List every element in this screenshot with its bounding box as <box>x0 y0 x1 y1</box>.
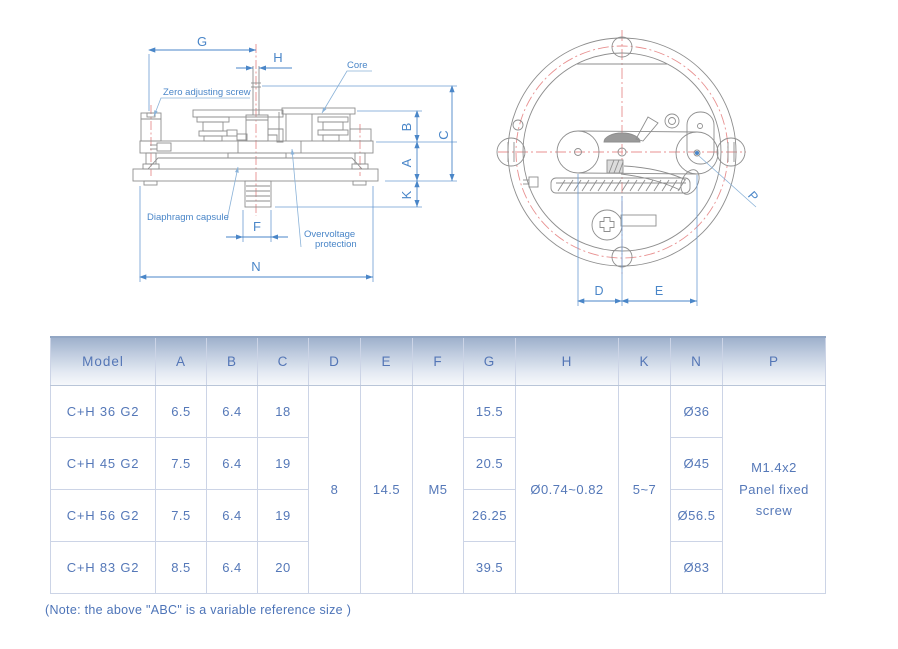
spec-table: Model A B C D E F G H K N P C+H 36 G2 6.… <box>50 336 826 594</box>
col-header-a: A <box>155 336 207 386</box>
cell-b: 6.4 <box>206 489 258 542</box>
cell-c: 20 <box>257 541 309 594</box>
overvoltage-label-line1: Overvoltage <box>304 229 355 240</box>
core-label: Core <box>347 60 368 71</box>
col-header-n: N <box>670 336 723 386</box>
dim-p-label: P <box>745 189 761 205</box>
dimension-lines <box>139 47 455 280</box>
cell-a: 6.5 <box>155 385 207 438</box>
col-header-g: G <box>463 336 516 386</box>
cell-b: 6.4 <box>206 541 258 594</box>
cell-d-merged: 8 <box>308 385 361 594</box>
zero-adjusting-screw-label: Zero adjusting screw <box>163 87 251 98</box>
col-header-k: K <box>618 336 671 386</box>
cell-f-merged: M5 <box>412 385 464 594</box>
top-view-drawing: D E P <box>496 30 761 306</box>
cell-model: C+H 45 G2 <box>50 437 156 490</box>
cell-g: 26.25 <box>463 489 516 542</box>
col-header-h: H <box>515 336 619 386</box>
table-row: C+H 83 G2 8.5 6.4 20 39.5 Ø83 <box>50 541 826 594</box>
cell-n: Ø45 <box>670 437 723 490</box>
cell-a: 7.5 <box>155 437 207 490</box>
footnote: (Note: the above "ABC" is a variable ref… <box>45 603 352 617</box>
dim-a-label: A <box>399 158 414 167</box>
cell-model: C+H 56 G2 <box>50 489 156 542</box>
col-header-f: F <box>412 336 464 386</box>
cell-model: C+H 83 G2 <box>50 541 156 594</box>
cell-model: C+H 36 G2 <box>50 385 156 438</box>
col-header-model: Model <box>50 336 156 386</box>
col-header-b: B <box>206 336 258 386</box>
cell-e-merged: 14.5 <box>360 385 413 594</box>
cell-g: 20.5 <box>463 437 516 490</box>
table-row: C+H 45 G2 7.5 6.4 19 20.5 Ø45 <box>50 437 826 490</box>
p-screw-center <box>695 151 699 155</box>
cell-c: 19 <box>257 489 309 542</box>
extension-lines-top <box>577 174 698 306</box>
dim-n-label: N <box>251 259 260 274</box>
cell-b: 6.4 <box>206 437 258 490</box>
dim-h-label: H <box>273 50 282 65</box>
header-row: Model A B C D E F G H K N P <box>50 336 826 386</box>
p-leader-line <box>698 155 757 208</box>
cell-k-merged: 5~7 <box>618 385 671 594</box>
p-line-3: screw <box>755 503 793 519</box>
cell-p-merged: M1.4x2 Panel fixed screw <box>722 385 826 594</box>
cell-n: Ø36 <box>670 385 723 438</box>
cell-c: 18 <box>257 385 309 438</box>
cell-g: 15.5 <box>463 385 516 438</box>
col-header-e: E <box>360 336 413 386</box>
overvoltage-label-line2: protection <box>315 239 357 250</box>
cell-a: 7.5 <box>155 489 207 542</box>
cell-a: 8.5 <box>155 541 207 594</box>
dim-f-label: F <box>253 219 261 234</box>
dimension-letters-top: D E P <box>594 189 760 298</box>
diaphragm-capsule-label: Diaphragm capsule <box>147 212 229 223</box>
dim-b-label: B <box>399 123 414 132</box>
cell-g: 39.5 <box>463 541 516 594</box>
p-line-2: Panel fixed <box>739 481 809 497</box>
col-header-d: D <box>308 336 361 386</box>
cell-n: Ø83 <box>670 541 723 594</box>
mechanism-outline <box>132 66 379 208</box>
dim-g-label: G <box>197 34 207 49</box>
dim-e-label: E <box>655 284 663 298</box>
col-header-c: C <box>257 336 309 386</box>
cell-b: 6.4 <box>206 385 258 438</box>
dim-k-label: K <box>399 190 414 199</box>
table-row: C+H 36 G2 6.5 6.4 18 8 14.5 M5 15.5 Ø0.7… <box>50 385 826 594</box>
col-header-p: P <box>722 336 826 386</box>
part-labels: Zero adjusting screw Core Diaphragm caps… <box>147 60 368 250</box>
dim-d-label: D <box>594 284 603 298</box>
side-view-drawing: G H B C A K F N Zero adjusting screw Cor… <box>132 34 457 282</box>
cell-n: Ø56.5 <box>670 489 723 542</box>
table-row: C+H 56 G2 7.5 6.4 19 26.25 Ø56.5 <box>50 489 826 542</box>
cell-h-merged: Ø0.74~0.82 <box>515 385 619 594</box>
dimension-letters: G H B C A K F N <box>197 34 451 274</box>
cell-c: 19 <box>257 437 309 490</box>
dim-c-label: C <box>436 130 451 139</box>
p-line-1: M1.4x2 <box>751 460 797 476</box>
leader-lines <box>153 70 372 248</box>
